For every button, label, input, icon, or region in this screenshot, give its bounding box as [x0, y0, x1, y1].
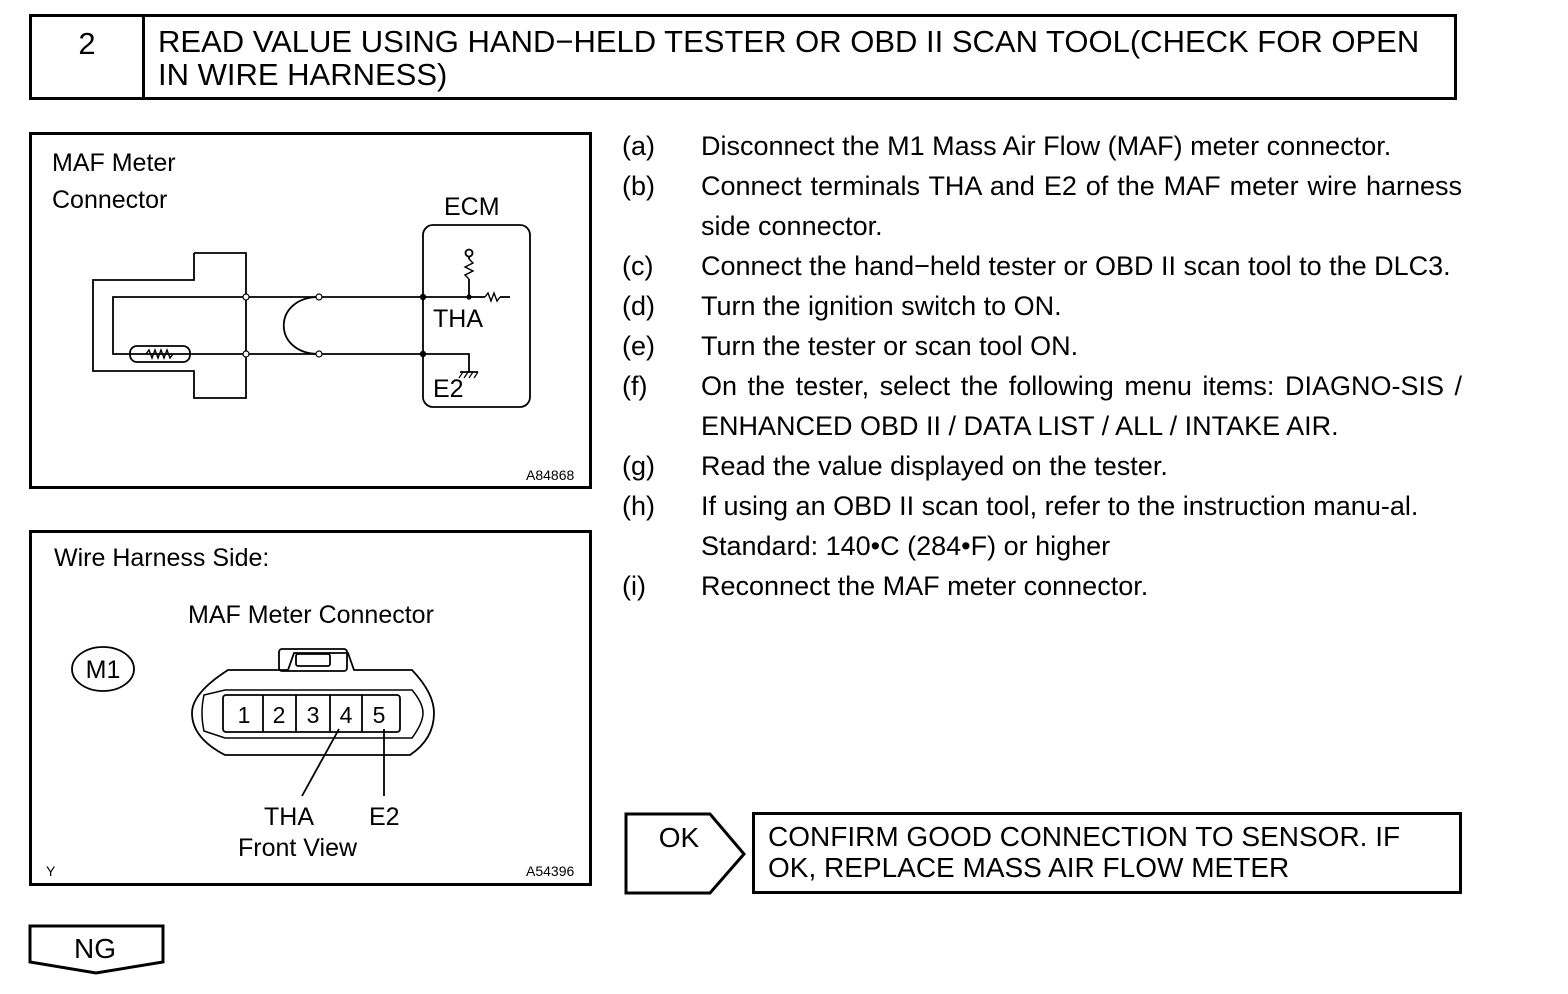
step-text: Reconnect the MAF meter connector. — [701, 571, 1149, 601]
step-label: (g) — [622, 451, 655, 481]
connector-label: Connector — [52, 186, 167, 214]
ok-result-box: CONFIRM GOOD CONNECTION TO SENSOR. IF OK… — [752, 812, 1462, 894]
tha-terminal-label: THA — [433, 305, 483, 333]
jumper-wire — [283, 296, 320, 355]
figure-code: A84868 — [526, 467, 574, 483]
step-label: (h) — [622, 491, 655, 521]
thermistor-zigzag — [145, 348, 174, 360]
step-text: Turn the ignition switch to ON. — [701, 291, 1062, 321]
step-label: (d) — [622, 291, 655, 321]
tha-pin-label: THA — [264, 803, 314, 831]
ecm-box — [422, 224, 531, 408]
step-header: 2 READ VALUE USING HAND−HELD TESTER OR O… — [29, 14, 1457, 100]
front-view-label: Front View — [238, 834, 358, 862]
e2-terminal-label: E2 — [433, 375, 464, 403]
maf-circuit-figure: MAF Meter Connector ECM THA E2 A84868 — [29, 132, 592, 489]
procedure-steps: (a) Disconnect the M1 Mass Air Flow (MAF… — [622, 126, 1462, 606]
step-d: (d) Turn the ignition switch to ON. — [622, 286, 1462, 326]
step-label: (i) — [622, 571, 646, 601]
wire-harness-diagram: Wire Harness Side: MAF Meter Connector M… — [46, 544, 574, 879]
step-text: Connect terminals THA and E2 of the MAF … — [701, 171, 1462, 241]
step-text: If using an OBD II scan tool, refer to t… — [701, 491, 1419, 521]
step-text: Read the value displayed on the tester. — [701, 451, 1168, 481]
step-i: (i) Reconnect the MAF meter connector. — [622, 566, 1462, 606]
connector-lock-tab — [278, 648, 348, 672]
ecm-label: ECM — [444, 193, 500, 221]
ok-result-line1: CONFIRM GOOD CONNECTION TO SENSOR. IF — [768, 821, 1401, 852]
pin-3-label: 3 — [307, 702, 320, 728]
vcc-terminal-icon — [464, 248, 474, 258]
step-e: (e) Turn the tester or scan tool ON. — [622, 326, 1462, 366]
ok-result-line2: OK, REPLACE MASS AIR FLOW METER — [768, 852, 1290, 883]
step-text: Disconnect the M1 Mass Air Flow (MAF) me… — [701, 131, 1392, 161]
connector-shell — [191, 652, 435, 756]
maf-circuit-diagram: MAF Meter Connector ECM THA E2 A84868 — [52, 149, 574, 483]
step-text: Connect the hand−held tester or OBD II s… — [701, 251, 1451, 281]
pin-2-label: 2 — [273, 702, 286, 728]
ng-label: NG — [74, 933, 116, 964]
ok-arrow-shape — [624, 812, 746, 895]
e2-pin-label: E2 — [369, 803, 400, 831]
step-number: 2 — [32, 17, 145, 97]
step-title: READ VALUE USING HAND−HELD TESTER OR OBD… — [158, 24, 1420, 92]
pin-cavity-frame — [222, 694, 401, 733]
step-text: Turn the tester or scan tool ON. — [701, 331, 1079, 361]
figure-code: A54396 — [526, 863, 574, 879]
ok-tag: OK — [624, 812, 748, 901]
pin-1-label: 1 — [238, 702, 251, 728]
maf-connector-outline — [92, 252, 247, 399]
step-g: (g) Read the value displayed on the test… — [622, 446, 1462, 486]
step-label: (a) — [622, 131, 655, 161]
step-label: (b) — [622, 171, 655, 201]
corner-mark: Y — [46, 863, 56, 879]
standard-value: Standard: 140•C (284•F) or higher — [701, 531, 1111, 561]
connector-id-oval — [71, 646, 135, 692]
step-label: (e) — [622, 331, 655, 361]
intake-air-temp-sensor-icon — [129, 345, 191, 363]
pullup-resistor — [463, 258, 475, 280]
step-a: (a) Disconnect the M1 Mass Air Flow (MAF… — [622, 126, 1462, 166]
ng-tag: NG — [28, 924, 166, 981]
wire-harness-figure: Wire Harness Side: MAF Meter Connector M… — [29, 530, 592, 886]
step-c: (c) Connect the hand−held tester or OBD … — [622, 246, 1462, 286]
pin-4-label: 4 — [340, 702, 353, 728]
maf-meter-connector-title: MAF Meter Connector — [188, 601, 434, 629]
connector-id-label: M1 — [86, 656, 121, 684]
step-f: (f) On the tester, select the following … — [622, 366, 1462, 446]
ng-arrow-shape — [28, 924, 165, 975]
e2-ground-line — [423, 353, 470, 372]
step-label: (c) — [622, 251, 654, 281]
pin-5-label: 5 — [373, 702, 386, 728]
maf-internal-wire — [112, 296, 246, 355]
step-h: (h) If using an OBD II scan tool, refer … — [622, 486, 1462, 526]
step-b: (b) Connect terminals THA and E2 of the … — [622, 166, 1462, 246]
ok-label: OK — [659, 822, 700, 853]
step-label: (f) — [622, 371, 648, 401]
step-text: On the tester, select the following menu… — [701, 371, 1462, 441]
wire-harness-side-title: Wire Harness Side: — [54, 544, 269, 572]
maf-meter-label: MAF Meter — [52, 149, 176, 177]
tha-leader-line — [301, 728, 340, 797]
